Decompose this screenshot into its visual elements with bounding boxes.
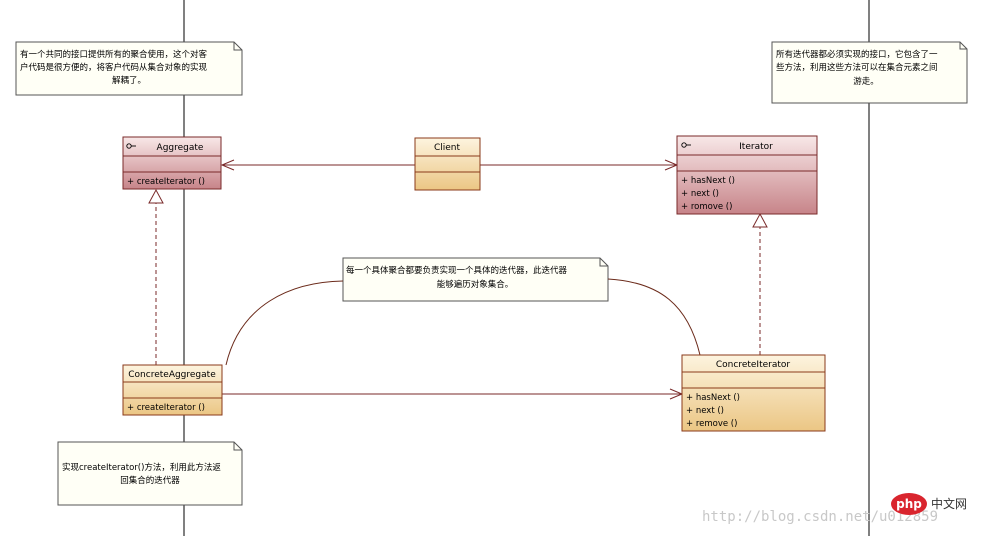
class-aggregate[interactable]: Aggregate + createIterator (): [122, 136, 222, 190]
class-iterator-op-2: + next (): [681, 189, 719, 199]
note-iterator-line-2: 些方法，利用这些方法可以在集合元素之间: [776, 62, 938, 73]
watermark-url: http://blog.csdn.net/u012859: [702, 509, 938, 525]
note-link-concreteiterator: [607, 278, 701, 356]
class-client-name: Client: [434, 143, 461, 153]
note-iterator: 所有迭代器都必须实现的接口，它包含了一 些方法，利用这些方法可以在集合元素之间 …: [771, 41, 968, 104]
association-concreteaggregate-concreteiterator: [222, 388, 684, 400]
class-concreteiterator-op-1: + hasNext (): [686, 393, 740, 403]
class-iterator-op-1: + hasNext (): [681, 176, 735, 186]
note-aggregate-line-2: 户代码是很方便的，将客户代码从集合对象的实现: [20, 62, 208, 73]
class-iterator[interactable]: Iterator + hasNext () + next () + romove…: [676, 135, 818, 215]
class-aggregate-name: Aggregate: [157, 143, 204, 153]
class-concreteiterator[interactable]: ConcreteIterator + hasNext () + next () …: [681, 354, 826, 432]
note-iterator-line-1: 所有迭代器都必须实现的接口，它包含了一: [776, 49, 938, 60]
interface-lollipop-icon: [681, 142, 691, 148]
note-aggregate-line-1: 有一个共同的接口提供所有的聚合使用，这个对客: [20, 49, 208, 60]
class-concreteiterator-op-2: + next (): [686, 406, 724, 416]
realization-aggregate: [148, 188, 164, 365]
class-aggregate-op-1: + createIterator (): [127, 177, 205, 187]
interface-lollipop-icon: [126, 143, 136, 149]
class-concreteaggregate-name: ConcreteAggregate: [128, 370, 216, 380]
class-client[interactable]: Client: [414, 137, 481, 191]
logo-badge-text: php: [896, 497, 922, 511]
note-link-concreteaggregate: [225, 280, 344, 366]
note-iterator-line-3: 游走。: [853, 76, 879, 87]
note-middle-line-1: 每一个具体聚合都要负责实现一个具体的迭代器，此迭代器: [346, 265, 568, 276]
class-concreteiterator-op-3: + remove (): [686, 419, 737, 429]
class-concreteaggregate[interactable]: ConcreteAggregate + createIterator (): [122, 364, 223, 416]
class-concreteaggregate-op-1: + createIterator (): [127, 403, 205, 413]
note-aggregate-line-3: 解耦了。: [112, 75, 146, 86]
class-concreteiterator-name: ConcreteIterator: [716, 360, 791, 370]
note-bottom: 实现createIterator()方法，利用此方法返 回集合的迭代器: [57, 441, 243, 506]
realization-iterator: [752, 212, 768, 355]
php-cn-logo: php 中文网: [891, 493, 967, 515]
note-middle-line-2: 能够遍历对象集合。: [437, 279, 514, 290]
note-bottom-line-2: 回集合的迭代器: [120, 475, 180, 486]
note-aggregate: 有一个共同的接口提供所有的聚合使用，这个对客 户代码是很方便的，将客户代码从集合…: [15, 41, 243, 96]
logo-text: 中文网: [931, 496, 967, 511]
association-client-iterator: [480, 159, 679, 171]
note-bottom-line-1: 实现createIterator()方法，利用此方法返: [62, 462, 221, 473]
class-iterator-name: Iterator: [739, 142, 773, 152]
association-client-aggregate: [220, 159, 415, 171]
note-middle: 每一个具体聚合都要负责实现一个具体的迭代器，此迭代器 能够遍历对象集合。: [342, 257, 609, 302]
class-iterator-op-3: + romove (): [681, 202, 732, 212]
